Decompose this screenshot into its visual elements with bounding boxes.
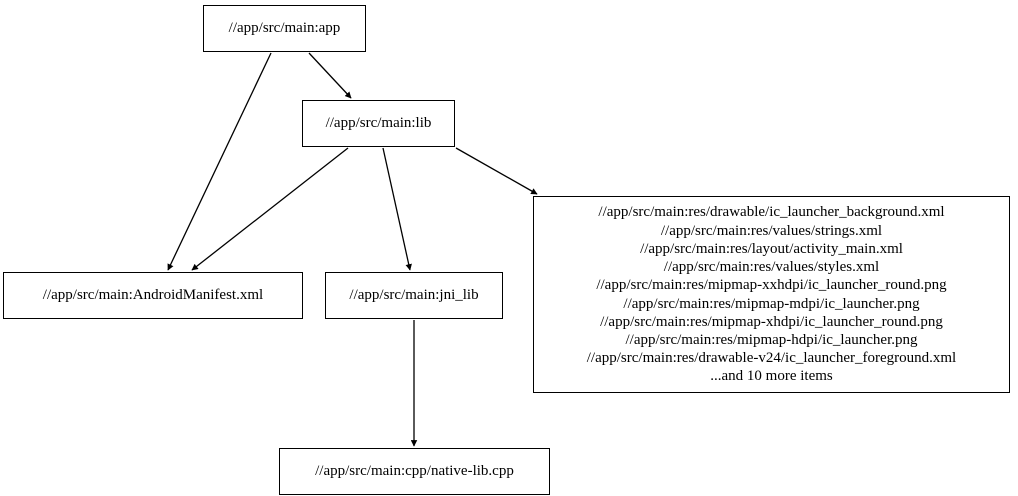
resource-list-item: //app/src/main:res/values/strings.xml (660, 222, 883, 239)
resource-list-item: //app/src/main:res/drawable-v24/ic_launc… (586, 350, 957, 367)
edge-app-to-manifest (167, 52, 272, 271)
edge-lib-to-jni-lib (382, 147, 412, 271)
node-app[interactable]: //app/src/main:app (203, 5, 366, 52)
resource-list-item: //app/src/main:res/mipmap-xhdpi/ic_launc… (600, 313, 943, 330)
resource-list-item: //app/src/main:res/mipmap-mdpi/ic_launch… (623, 295, 920, 312)
edge-lib-to-manifest (191, 147, 349, 271)
node-lib-label: //app/src/main:lib (325, 115, 432, 131)
node-jni-lib-label: //app/src/main:jni_lib (349, 287, 479, 303)
node-app-label: //app/src/main:app (228, 20, 341, 36)
edge-lib-to-resources (455, 147, 538, 195)
edge-app-to-lib (308, 52, 352, 99)
node-jni-lib[interactable]: //app/src/main:jni_lib (325, 272, 503, 319)
node-android-manifest[interactable]: //app/src/main:AndroidManifest.xml (3, 272, 303, 319)
resource-list-item: //app/src/main:res/mipmap-hdpi/ic_launch… (625, 331, 918, 348)
resource-list-item: //app/src/main:res/layout/activity_main.… (640, 240, 903, 257)
resource-list-item: //app/src/main:res/mipmap-xxhdpi/ic_laun… (596, 277, 947, 294)
node-android-manifest-label: //app/src/main:AndroidManifest.xml (42, 287, 264, 303)
node-lib[interactable]: //app/src/main:lib (302, 100, 455, 147)
node-native-lib-cpp-label: //app/src/main:cpp/native-lib.cpp (315, 463, 514, 479)
resource-list-item: //app/src/main:res/drawable/ic_launcher_… (598, 204, 945, 221)
node-resource-list[interactable]: //app/src/main:res/drawable/ic_launcher_… (533, 196, 1010, 393)
resource-list-item: ...and 10 more items (710, 368, 833, 385)
resource-list-item: //app/src/main:res/values/styles.xml (663, 259, 880, 276)
node-native-lib-cpp[interactable]: //app/src/main:cpp/native-lib.cpp (279, 448, 550, 495)
